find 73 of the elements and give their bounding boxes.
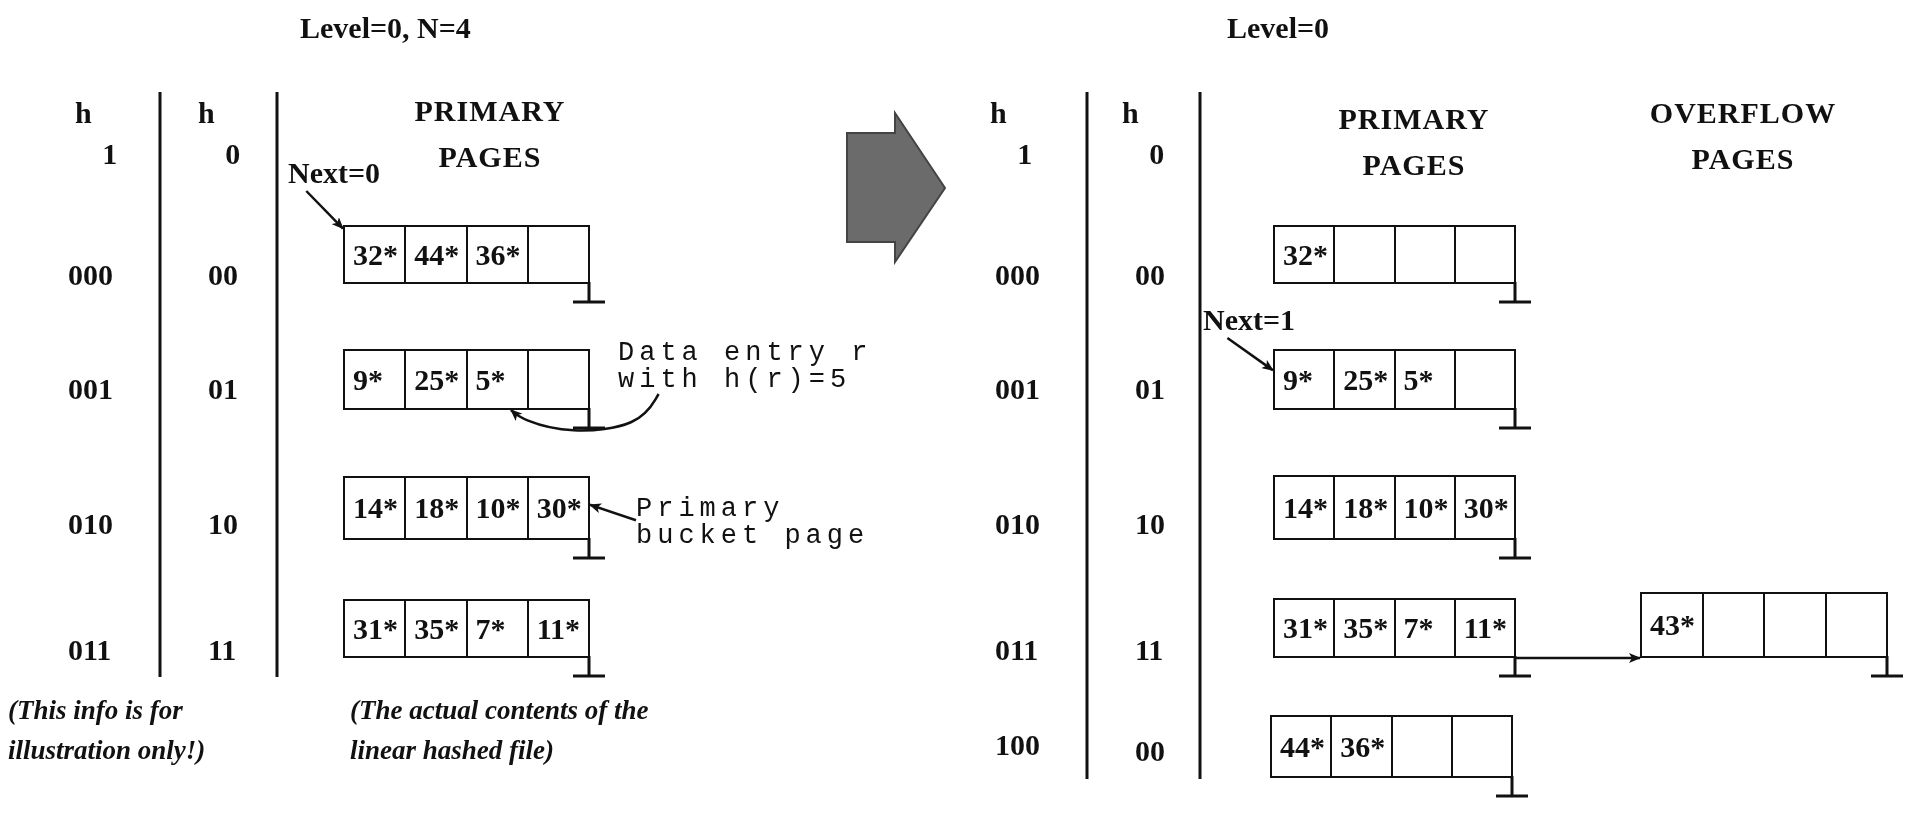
bucket-page — [343, 599, 590, 658]
data-entry: 36* — [475, 237, 521, 272]
hash-label: 10 — [208, 506, 238, 542]
arrow — [589, 503, 637, 522]
bucket-page — [1273, 475, 1516, 540]
arrow — [1226, 336, 1274, 372]
arrow — [1516, 653, 1641, 663]
data-entry: 43* — [1650, 608, 1695, 642]
hash-label: 10 — [1135, 506, 1165, 542]
data-entry: 32* — [1283, 237, 1328, 272]
data-entry: 44* — [1280, 729, 1325, 764]
hash-label: 000 — [68, 257, 113, 293]
data-entry: 32* — [353, 237, 398, 272]
data-entry: 7* — [475, 611, 506, 646]
bucket-page — [1273, 225, 1516, 284]
note-text: (This info is for illustration only!) — [8, 694, 207, 767]
data-entry: 10* — [1403, 490, 1449, 525]
annotation-text: Primary bucket page — [636, 496, 898, 550]
hash-label: 001 — [68, 371, 113, 407]
hash-label: 00 — [1135, 257, 1165, 293]
hash-label: 000 — [995, 257, 1040, 293]
data-entry: 11* — [536, 611, 581, 646]
note-text: (The actual contents of the linear hashed file) — [350, 694, 650, 767]
hash-label: 001 — [995, 371, 1040, 407]
pointer-label: Next=0 — [288, 155, 410, 191]
data-entry: 35* — [414, 611, 460, 646]
bucket-page — [1640, 592, 1888, 658]
bucket-page — [343, 349, 590, 410]
bucket-page — [1273, 349, 1516, 410]
hash-label: 11 — [208, 632, 237, 668]
bucket-page — [1270, 715, 1513, 778]
data-entry: 7* — [1403, 611, 1434, 645]
hash-label: 01 — [1135, 371, 1165, 407]
hash-label: 011 — [995, 632, 1039, 668]
bucket-page — [343, 476, 590, 540]
column-heading: OVERFLOW PAGES — [1648, 95, 1838, 177]
data-entry: 14* — [1283, 490, 1328, 525]
data-entry: 10* — [475, 491, 521, 525]
hash-label: 011 — [68, 632, 112, 668]
hash-label: 01 — [208, 371, 238, 407]
hash-label: 00 — [208, 257, 238, 293]
data-entry: 31* — [1283, 611, 1328, 645]
data-entry: 9* — [1283, 362, 1313, 397]
hash-label: 11 — [1135, 632, 1164, 668]
hash-label: 00 — [1135, 733, 1165, 769]
bucket-page — [1273, 598, 1516, 658]
arrow — [510, 393, 660, 432]
data-entry: 35* — [1343, 611, 1389, 645]
hash-label: 010 — [995, 506, 1040, 542]
data-entry: 25* — [1343, 362, 1389, 397]
hash-label: Level=0 — [1227, 10, 1330, 46]
data-entry: 18* — [1343, 490, 1389, 525]
data-entry: 30* — [536, 491, 582, 525]
annotation-text: Data entry r with h(r)=5 — [618, 340, 908, 394]
data-entry: 31* — [353, 611, 398, 646]
data-entry: 11* — [1463, 611, 1508, 645]
data-entry: 44* — [414, 237, 460, 272]
column-heading: PRIMARY PAGES — [413, 93, 567, 175]
data-entry: 5* — [475, 362, 506, 397]
hash-label: Level=0, N=4 — [300, 10, 471, 46]
bucket-page — [343, 225, 590, 284]
data-entry: 30* — [1463, 490, 1509, 525]
arrow — [305, 190, 344, 230]
data-entry: 9* — [353, 362, 383, 397]
data-entry: 25* — [414, 362, 460, 397]
hash-label: 100 — [995, 727, 1040, 763]
data-entry: 36* — [1340, 729, 1386, 764]
data-entry: 18* — [414, 491, 460, 525]
hash-label: 010 — [68, 506, 113, 542]
pointer-label: Next=1 — [1203, 302, 1325, 338]
data-entry: 14* — [353, 491, 398, 525]
data-entry: 5* — [1403, 362, 1434, 397]
column-heading: PRIMARY PAGES — [1337, 101, 1491, 183]
